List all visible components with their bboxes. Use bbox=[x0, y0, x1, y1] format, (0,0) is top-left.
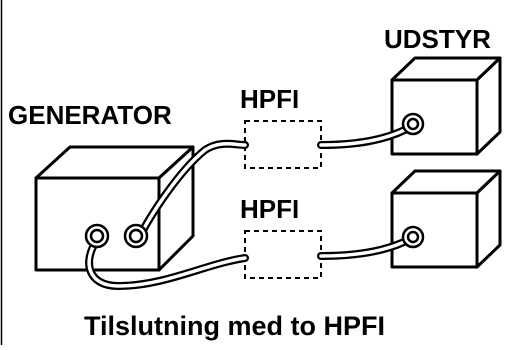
equipment-bottom-box-icon bbox=[390, 169, 502, 269]
generator-label: GENERATOR bbox=[8, 100, 172, 130]
generator-left-socket bbox=[84, 223, 110, 249]
upper-cable bbox=[134, 122, 416, 244]
equipment-top-box-icon bbox=[390, 56, 502, 156]
generator-right-socket bbox=[123, 223, 149, 249]
equipment-top-socket bbox=[401, 112, 425, 136]
equipment-label: UDSTYR bbox=[384, 24, 491, 54]
hpfi-top-label: HPFI bbox=[240, 84, 300, 114]
hpfi-bottom-dashed-box bbox=[244, 230, 322, 279]
hpfi-top-dashed-box bbox=[244, 120, 322, 169]
diagram-caption: Tilslutning med to HPFI bbox=[84, 311, 385, 341]
hpfi-bottom-label: HPFI bbox=[240, 194, 300, 224]
generator-box-icon bbox=[34, 145, 195, 272]
equipment-bottom-socket bbox=[401, 225, 425, 249]
